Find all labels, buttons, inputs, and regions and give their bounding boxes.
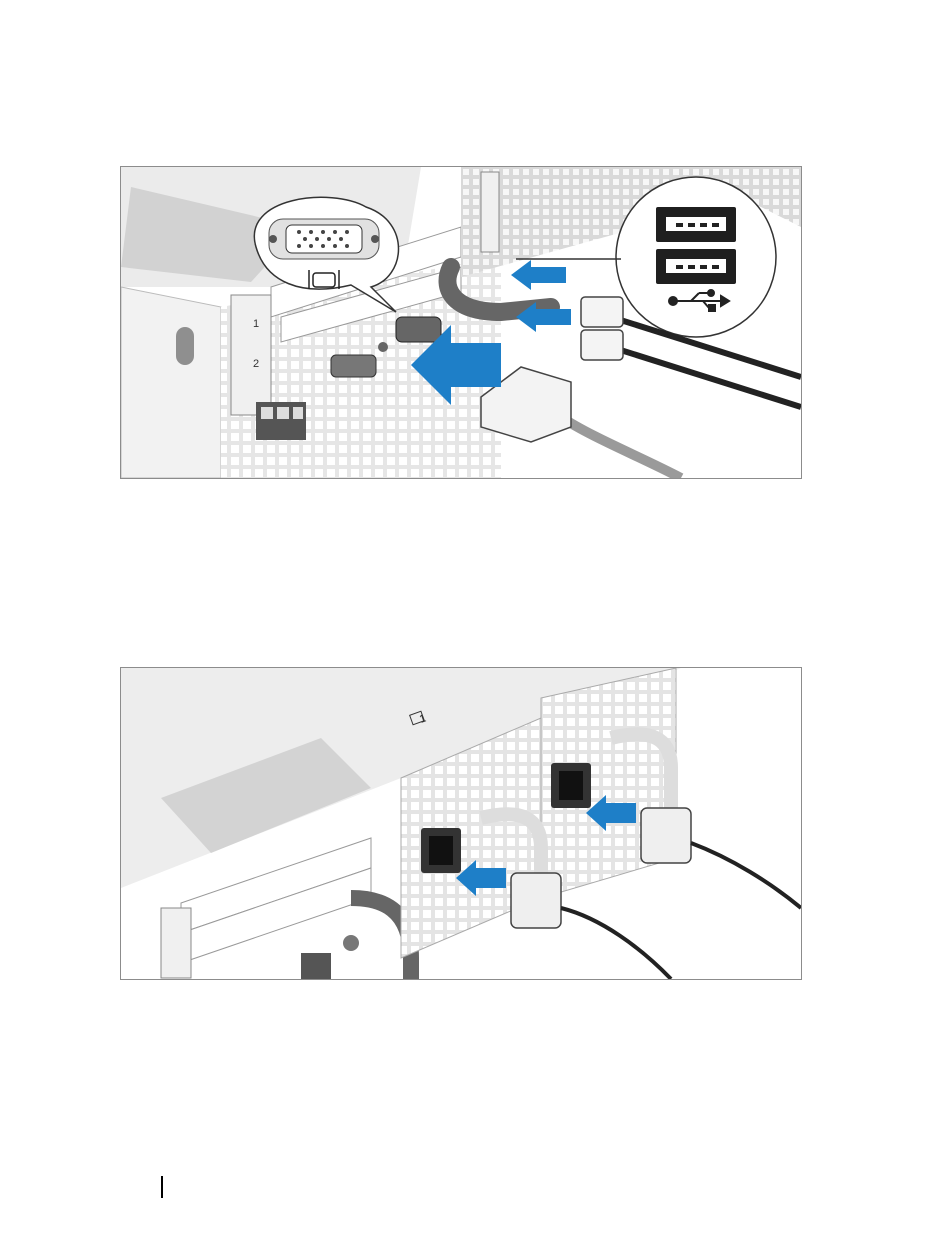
- power-cord-1: [561, 908, 671, 979]
- video-usb-connection-figure: 1 2: [120, 166, 802, 479]
- video-cable: [561, 417, 681, 478]
- power-cord-2: [691, 843, 801, 908]
- riser-bracket: [161, 908, 191, 978]
- page-number-rule: [161, 1176, 163, 1198]
- usb-insert-arrow-2: [511, 260, 566, 290]
- power-illustration: 1: [121, 668, 801, 979]
- video-usb-illustration: 1 2: [121, 167, 801, 478]
- serial-port: [331, 355, 376, 377]
- usb-cable-2: [611, 347, 801, 407]
- page-number: [130, 1178, 156, 1196]
- svg-text:1: 1: [253, 318, 259, 330]
- power-plug-2: [641, 808, 691, 863]
- usb-plug-1: [581, 297, 623, 327]
- usb-plug-2: [581, 330, 623, 360]
- network-port: [301, 953, 331, 979]
- chassis-side: [121, 287, 221, 478]
- svg-text:2: 2: [253, 358, 259, 370]
- riser-bracket: [231, 295, 271, 415]
- chassis-handle: [176, 327, 194, 365]
- power-plug-1: [511, 873, 561, 928]
- power-cable-connection-figure: 1: [120, 667, 802, 980]
